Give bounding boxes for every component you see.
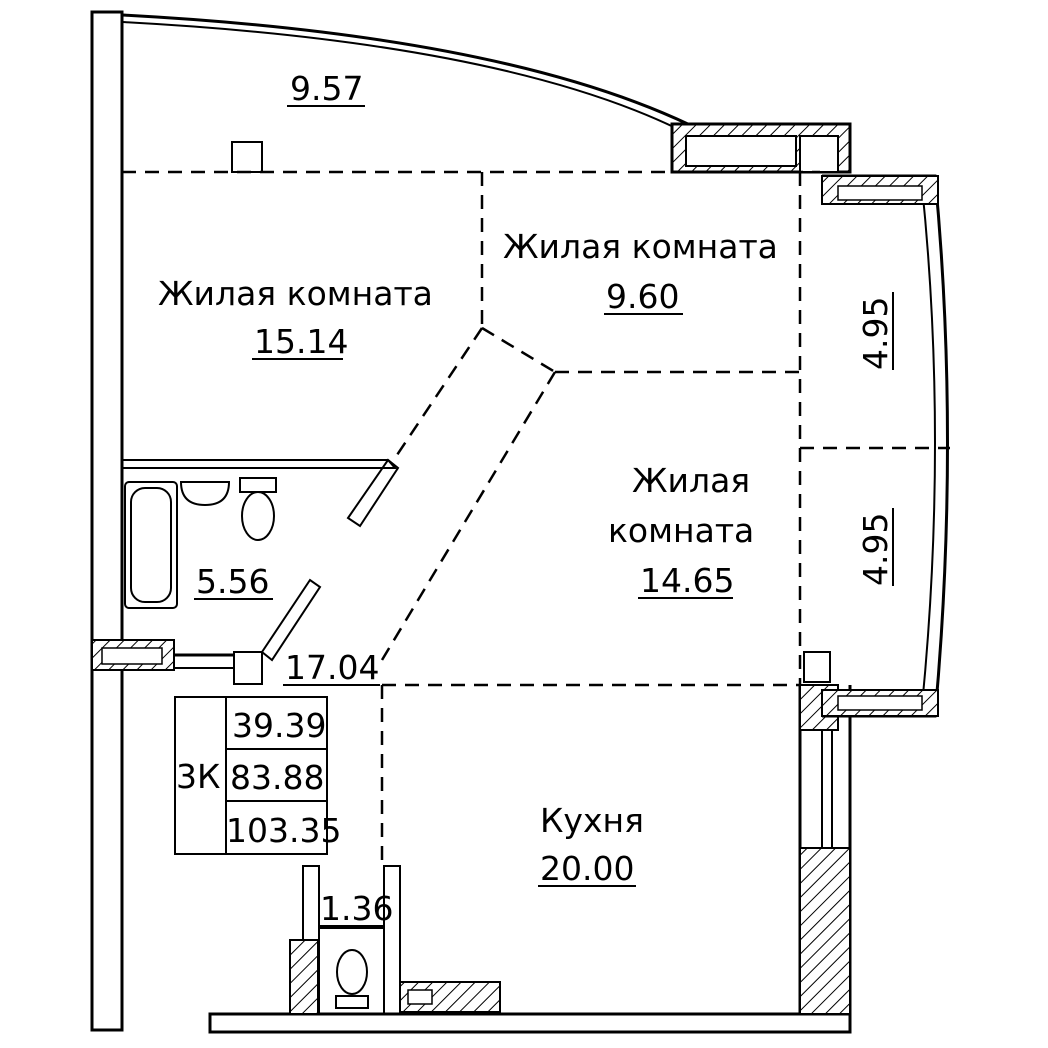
right-loggia [821, 174, 949, 718]
wc-toilet-icon [336, 949, 368, 995]
door-leaf-hall [260, 578, 322, 662]
bathtub-icon [124, 481, 178, 609]
wc-area: 1.36 [320, 889, 393, 928]
summary-total-with-loggias: 103.35 [226, 811, 341, 850]
bottom-wall [208, 1012, 852, 1034]
column-right [803, 651, 831, 683]
living-3-area: 14.65 [640, 561, 734, 600]
loggia-lower-area: 4.95 [856, 513, 895, 586]
balcony-top-area: 9.57 [290, 69, 363, 108]
bathroom-area: 5.56 [196, 562, 269, 601]
living-2-area: 9.60 [606, 277, 679, 316]
kitchen-name: Кухня [540, 801, 644, 840]
zone-lines [122, 170, 950, 866]
summary-table: 3К 39.39 83.88 103.35 [174, 696, 341, 855]
loggia-upper-area: 4.95 [856, 297, 895, 370]
door-leaf-bath [346, 458, 400, 528]
kitchen-area: 20.00 [540, 849, 634, 888]
partitions [91, 458, 501, 1015]
kitchen-lower-wall-hatch [799, 847, 851, 1015]
top-balcony [121, 13, 852, 174]
vent-shaft [231, 141, 263, 173]
summary-total-area: 83.88 [230, 758, 324, 797]
living-2-name: Жилая комната [503, 227, 778, 266]
left-exterior-wall [90, 10, 124, 1032]
outer-walls [90, 10, 852, 1034]
toilet-tank-icon [239, 477, 277, 493]
balcony-curve-outer [121, 13, 691, 127]
hallway-area: 17.04 [285, 648, 379, 687]
toilet-icon [241, 491, 275, 541]
wc-tank-icon [335, 995, 369, 1009]
apartment-type: 3К [176, 757, 220, 796]
summary-living-area: 39.39 [232, 706, 326, 745]
column-hall [233, 651, 263, 685]
sink-icon [179, 481, 231, 507]
living-3-name-line2: комната [608, 511, 754, 550]
fixtures [124, 477, 369, 1009]
room-labels: 9.57 Жилая комната 15.14 Жилая комната 9… [158, 69, 895, 928]
living-1-area: 15.14 [254, 322, 348, 361]
living-3-name-line1: Жилая [632, 461, 750, 500]
living-1-name: Жилая комната [158, 274, 433, 313]
